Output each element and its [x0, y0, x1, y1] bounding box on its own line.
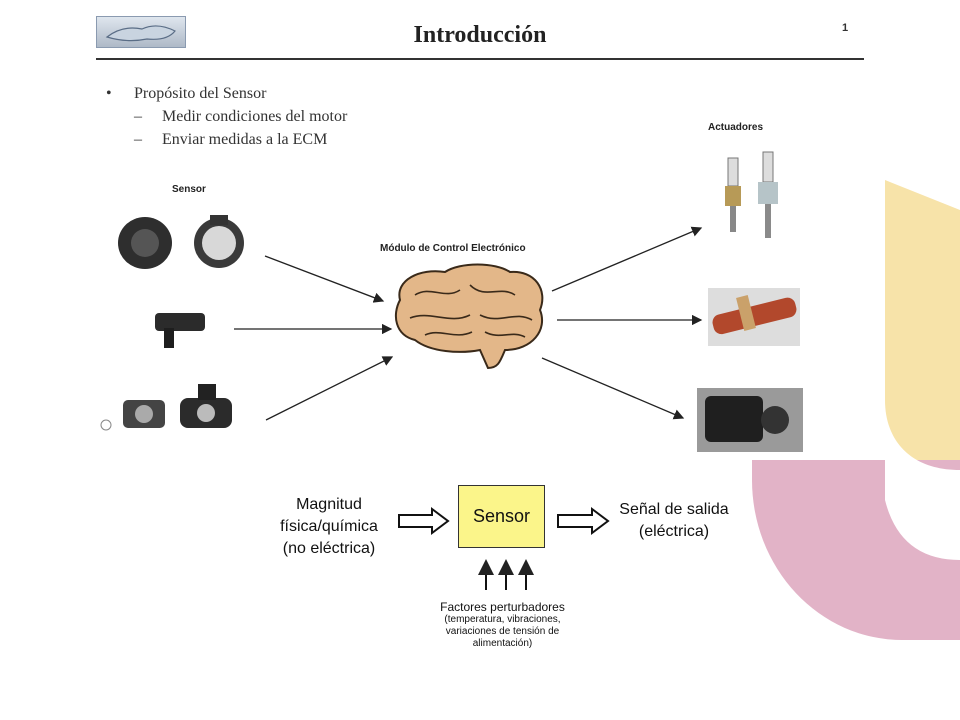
factors-line: variaciones de tensión de	[445, 626, 560, 637]
output-arrow	[557, 507, 610, 535]
page-number: 1	[842, 22, 849, 34]
bullet-sub: –Enviar medidas a la ECM	[134, 131, 328, 148]
page-title: Introducción	[413, 22, 547, 48]
output-line: Señal de salida	[619, 501, 729, 518]
bullet-sub-text: Medir condiciones del motor	[162, 108, 348, 125]
maf-sensor-icon	[118, 215, 244, 269]
bullet-main-text: Propósito del Sensor	[134, 85, 267, 102]
map-sensor-icon	[155, 313, 205, 348]
bullet-main: •Propósito del Sensor	[106, 85, 267, 102]
tps-sensor-icon	[100, 384, 232, 431]
spark-plug-icon	[725, 151, 778, 238]
idle-valve-icon	[697, 388, 803, 452]
output-line: (eléctrica)	[638, 523, 710, 540]
fuel-injector-icon	[708, 288, 800, 346]
header-divider	[96, 58, 864, 60]
input-line: física/química	[280, 518, 378, 535]
actuators-label: Actuadores	[708, 122, 764, 133]
disturbing-factors: Factores perturbadores (temperatura, vib…	[410, 600, 595, 650]
bullet-sub-text: Enviar medidas a la ECM	[162, 131, 328, 148]
brain-icon	[394, 263, 544, 370]
bullet-list: •Propósito del Sensor –Medir condiciones…	[106, 82, 347, 151]
car-logo-drawing	[105, 25, 176, 42]
factors-line: alimentación)	[472, 638, 533, 649]
car-logo-icon	[96, 16, 186, 48]
input-line: Magnitud	[296, 496, 362, 513]
input-line: (no eléctrica)	[282, 540, 376, 557]
sensor-box: Sensor	[458, 485, 545, 548]
input-label: Magnitud física/química (no eléctrica)	[268, 494, 390, 560]
input-arrow	[398, 507, 450, 535]
bullet-sub: –Medir condiciones del motor	[134, 108, 348, 125]
ecm-label: Módulo de Control Electrónico	[380, 243, 526, 254]
factors-line: (temperatura, vibraciones,	[444, 614, 561, 625]
factors-title: Factores perturbadores	[440, 600, 565, 614]
output-label: Señal de salida (eléctrica)	[606, 499, 742, 543]
sensor-column-label: Sensor	[172, 184, 206, 195]
